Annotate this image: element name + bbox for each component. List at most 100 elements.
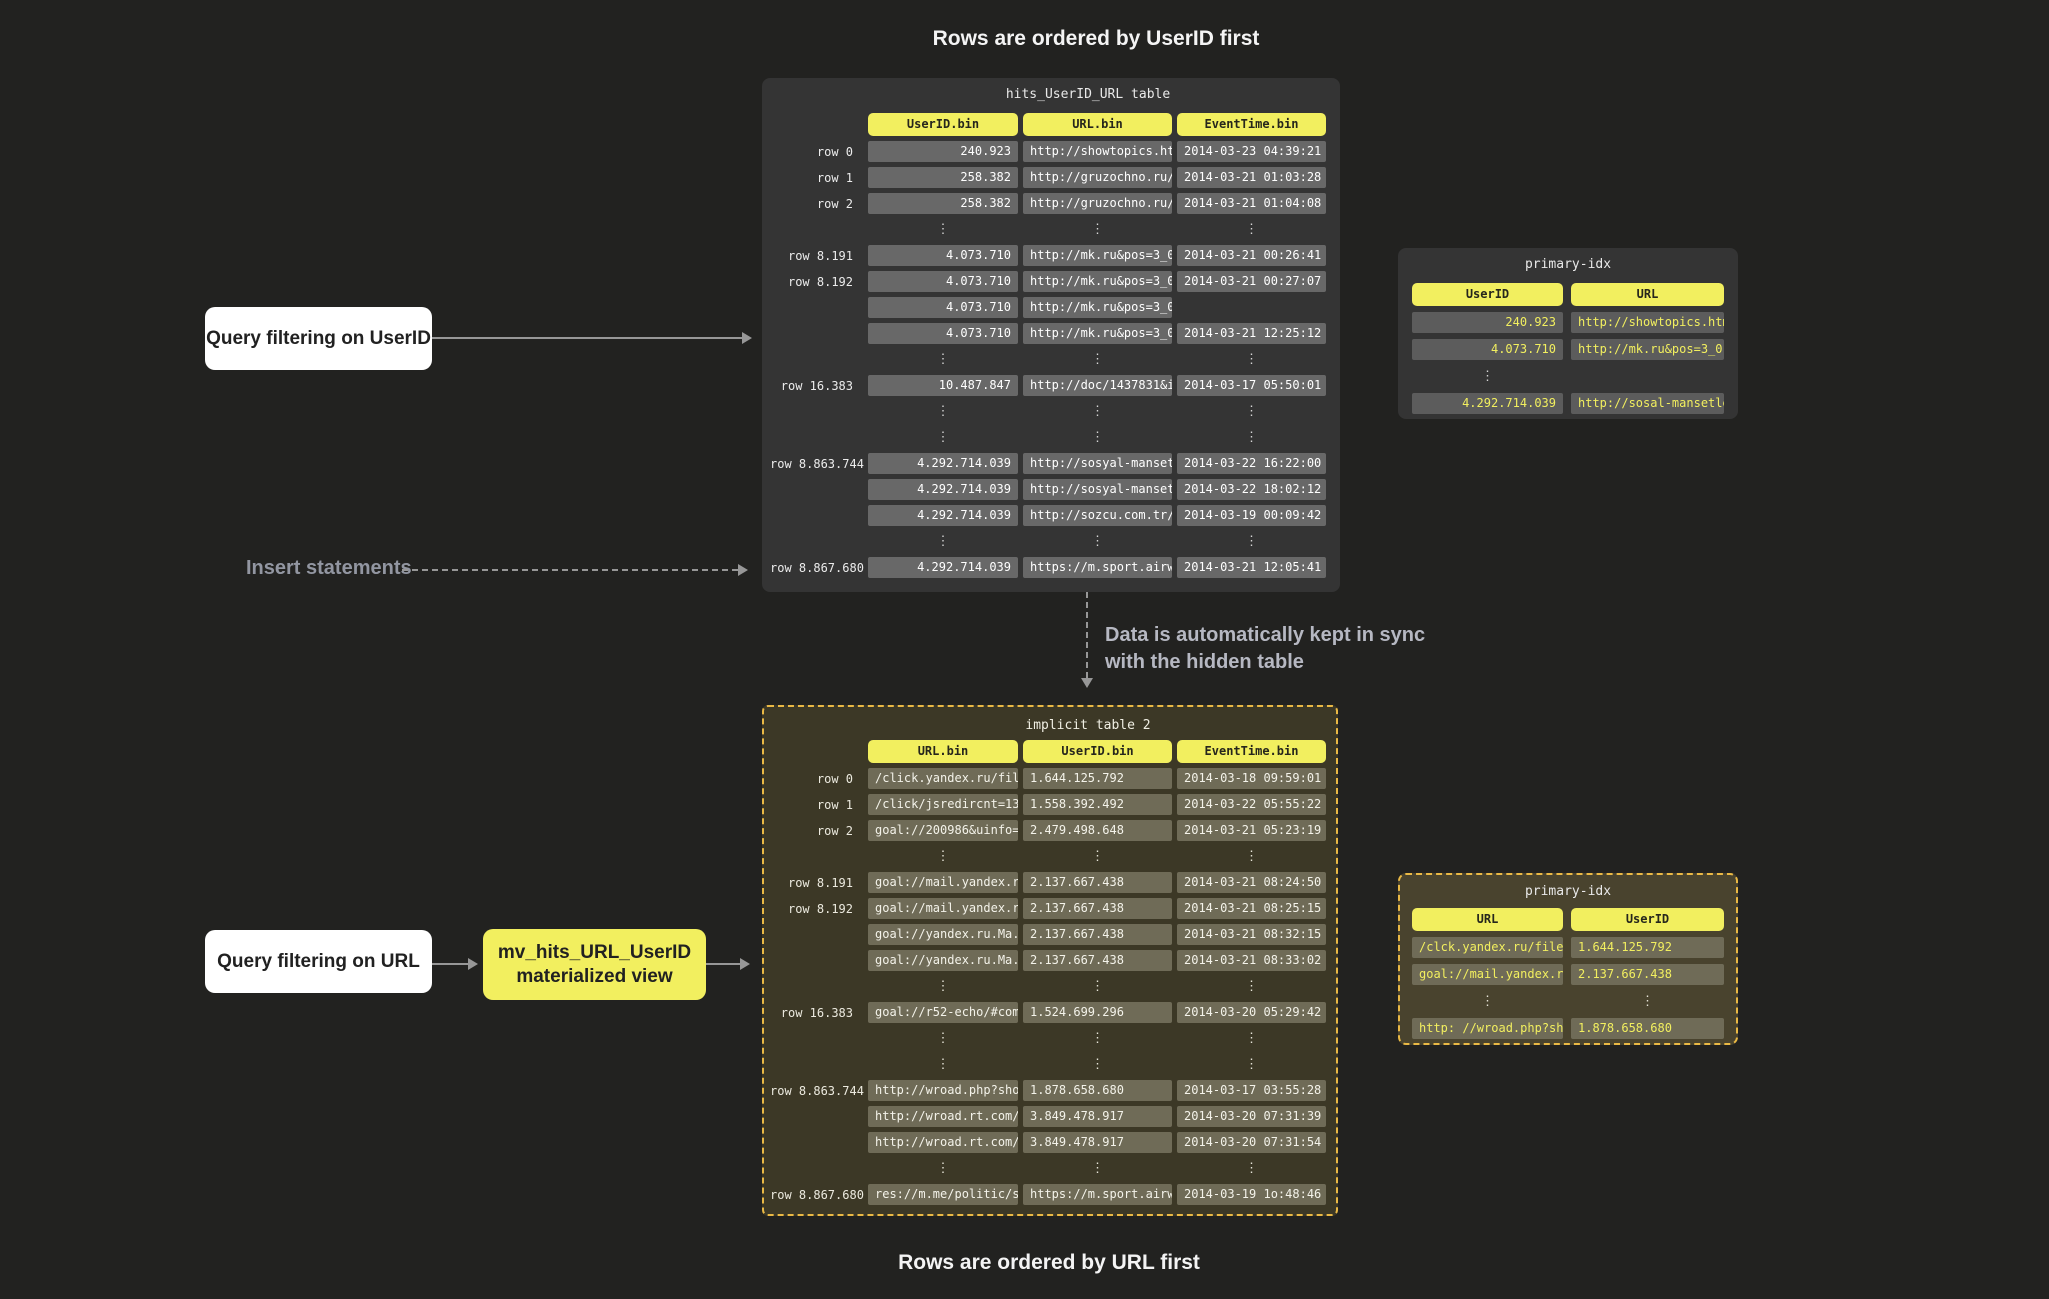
table-title: hits_UserID_URL table <box>1005 87 1171 102</box>
table-cell: 2014-03-19 1o:48:46 <box>1177 1184 1326 1205</box>
table-row: 4.292.714.039http://sosal-mansetleri... <box>1412 393 1724 414</box>
column-header: UserID.bin <box>1023 740 1172 763</box>
row-label: row 2 <box>816 823 853 838</box>
ellipsis-dots: ⋮ <box>1245 352 1258 367</box>
table-cell: goal://mail.yandex.ru/Ma... <box>1412 964 1563 985</box>
table-cell: 1.524.699.296 <box>1023 1002 1172 1023</box>
table-cell: 1.644.125.792 <box>1023 768 1172 789</box>
column-header: URL <box>1412 908 1563 931</box>
column-header: URL.bin <box>868 740 1018 763</box>
column-header: URL.bin <box>1023 113 1172 136</box>
table-cell: 1.878.658.680 <box>1571 1018 1724 1039</box>
ellipsis-dots: ⋮ <box>1245 1161 1258 1176</box>
table-row: row 0240.923http://showtopics.html%3...2… <box>770 141 1326 162</box>
table-cell: http://gruzochno.ru/ekat... <box>1023 167 1172 188</box>
table-cell: 2014-03-22 05:55:22 <box>1177 794 1326 815</box>
ellipsis-dots: ⋮ <box>936 404 950 419</box>
column-header: URL <box>1571 283 1724 306</box>
ellipsis-dots: ⋮ <box>1091 849 1104 864</box>
table-cell: http://wroad.rt.com/tr/... <box>868 1132 1018 1153</box>
table-row: 4.292.714.039http://sosyal-mansetleri...… <box>770 479 1326 500</box>
ellipsis-dots: ⋮ <box>1245 1031 1258 1046</box>
row-label: row 8.191 <box>787 248 853 263</box>
table-cell: 2014-03-21 08:33:02 <box>1177 950 1326 971</box>
table-row: ⋮⋮ <box>1412 991 1724 1012</box>
ellipsis-dots: ⋮ <box>936 979 950 994</box>
ellipsis-dots: ⋮ <box>1091 1057 1104 1072</box>
column-header: EventTime.bin <box>1177 113 1326 136</box>
ellipsis-dots: ⋮ <box>1481 369 1494 384</box>
query-filtering-userid-box: Query filtering on UserID <box>205 307 432 370</box>
table-cell: 4.073.710 <box>868 323 1018 344</box>
ellipsis-dots: ⋮ <box>1091 1161 1104 1176</box>
ellipsis-dots: ⋮ <box>936 352 950 367</box>
header-row: URL UserID <box>1412 908 1724 931</box>
table-row: row 8.191goal://mail.yandex.ru/Ma...2.13… <box>770 872 1326 893</box>
ellipsis-dots: ⋮ <box>1091 404 1104 419</box>
bottom-heading: Rows are ordered by URL first <box>898 1251 1200 1274</box>
table-row: ⋮⋮⋮ <box>770 1028 1324 1049</box>
sync-note-line2: with the hidden table <box>1105 651 1304 673</box>
table-cell: 2014-03-21 12:25:12 <box>1177 323 1326 344</box>
ellipsis-dots: ⋮ <box>1641 994 1654 1009</box>
table-cell: 2.137.667.438 <box>1023 898 1172 919</box>
table-row: http://wroad.rt.com/tr/...3.849.478.9172… <box>770 1132 1326 1153</box>
table-cell: 4.073.710 <box>868 245 1018 266</box>
ellipsis-dots: ⋮ <box>1091 352 1104 367</box>
table-cell: 2014-03-20 07:31:39 <box>1177 1106 1326 1127</box>
table-row: row 16.383goal://r52-echo/#compose...1.5… <box>770 1002 1326 1023</box>
table-cell: 4.292.714.039 <box>868 479 1018 500</box>
column-header: UserID <box>1571 908 1724 931</box>
table-cell: /clck.yandex.ru/file.com... <box>1412 937 1563 958</box>
table-row: ⋮⋮⋮ <box>770 219 1326 240</box>
table-cell: https://m.sport.airway/? <box>1023 557 1172 578</box>
table-cell: 2014-03-19 00:09:42 <box>1177 505 1326 526</box>
table-cell: goal://yandex.ru.Ma... <box>868 924 1018 945</box>
table-cell: http://sozcu.com.tr/oaut <box>1023 505 1172 526</box>
table-cell: 1.558.392.492 <box>1023 794 1172 815</box>
table-cell: 2.137.667.438 <box>1571 964 1724 985</box>
ellipsis-dots: ⋮ <box>1245 404 1258 419</box>
ellipsis-dots: ⋮ <box>1091 979 1104 994</box>
table-cell: goal://mail.yandex.ru/Ma... <box>868 872 1018 893</box>
table-cell: http://mk.ru&pos=3_0 <box>1023 323 1172 344</box>
ellipsis-dots: ⋮ <box>1245 534 1258 549</box>
ellipsis-dots: ⋮ <box>936 1161 950 1176</box>
row-label: row 16.383 <box>780 1005 853 1020</box>
table-cell: 2014-03-17 03:55:28 <box>1177 1080 1326 1101</box>
table-cell: /click.yandex.ru/file.co ... <box>868 768 1018 789</box>
ellipsis-dots: ⋮ <box>936 430 950 445</box>
row-label: row 8.863.744 <box>770 456 864 471</box>
table-cell: 2014-03-21 01:04:08 <box>1177 193 1326 214</box>
table-cell: 2014-03-21 08:25:15 <box>1177 898 1326 919</box>
table-row: http://wroad.rt.com/tr/...3.849.478.9172… <box>770 1106 1326 1127</box>
row-label: row 16.383 <box>780 378 853 393</box>
mv-to-table-arrow-line <box>706 963 742 965</box>
table-cell: 2.137.667.438 <box>1023 924 1172 945</box>
table-cell: goal://yandex.ru.Ma... <box>868 950 1018 971</box>
table-cell: https://m.sport.airway/? <box>1023 1184 1172 1205</box>
table-cell: 2.479.498.648 <box>1023 820 1172 841</box>
table-cell: 2014-03-17 05:50:01 <box>1177 375 1326 396</box>
table-cell: 3.849.478.917 <box>1023 1132 1172 1153</box>
table-cell: 2014-03-21 12:05:41 <box>1177 557 1326 578</box>
ellipsis-dots: ⋮ <box>936 849 950 864</box>
row-label: row 8.191 <box>787 875 853 890</box>
column-header: EventTime.bin <box>1177 740 1326 763</box>
table-row: row 1258.382http://gruzochno.ru/ekat...2… <box>770 167 1326 188</box>
row-label: row 8.863.744 <box>770 1083 864 1098</box>
ellipsis-dots: ⋮ <box>936 1031 950 1046</box>
row-label: row 0 <box>816 771 853 786</box>
table-cell: 2014-03-21 00:27:07 <box>1177 271 1326 292</box>
table-cell: http://mk.ru&pos=3_0 <box>1023 271 1172 292</box>
table-cell: 1.644.125.792 <box>1571 937 1724 958</box>
table-row: ⋮ ⋮ ⋮ <box>770 349 1326 370</box>
table-cell: http://mk.ru&pos=3_0 <box>1023 245 1172 266</box>
